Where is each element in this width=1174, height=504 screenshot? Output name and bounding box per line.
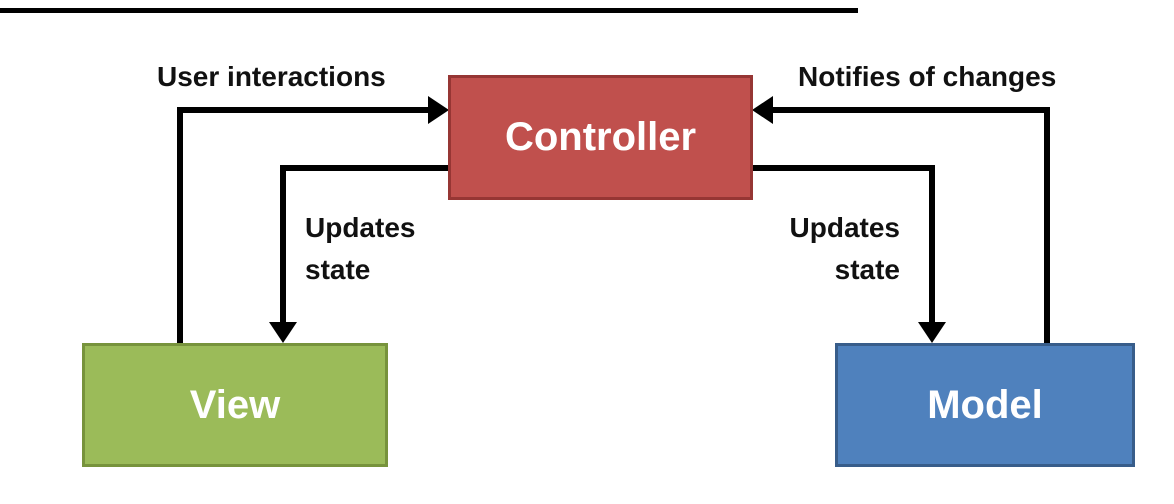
node-view-label: View [189, 382, 281, 427]
updates-state-right-arrow-vertical-line [929, 165, 935, 322]
updates-state-left-arrow-vertical-line [280, 165, 286, 322]
node-view: View [82, 343, 388, 467]
edge-label-updates-state-left-line1: Updates [305, 212, 416, 243]
notifies-of-changes-arrow-vertical-line [1044, 107, 1050, 343]
updates-state-left-arrowhead-icon [269, 322, 297, 343]
updates-state-right-arrow-horizontal-line [753, 165, 935, 171]
updates-state-left-arrow-horizontal-line [280, 165, 448, 171]
user-interactions-arrowhead-icon [428, 96, 449, 124]
edge-label-updates-state-right-line1: Updates [789, 212, 900, 243]
updates-state-right-arrowhead-icon [918, 322, 946, 343]
node-model: Model [835, 343, 1135, 467]
edge-label-notifies-of-changes: Notifies of changes [798, 61, 1057, 92]
node-model-label: Model [927, 382, 1043, 427]
edge-label-updates-state-right: Updates state [720, 207, 900, 291]
node-controller: Controller [448, 75, 753, 200]
edge-label-user-interactions: User interactions [157, 61, 386, 92]
top-border-line [0, 8, 858, 13]
user-interactions-arrow-horizontal-line [177, 107, 428, 113]
edge-label-updates-state-left: Updates state [305, 207, 415, 291]
node-controller-label: Controller [504, 115, 697, 159]
notifies-of-changes-arrow-horizontal-line [771, 107, 1050, 113]
edge-label-updates-state-right-line2: state [834, 254, 900, 285]
user-interactions-arrow-vertical-line [177, 107, 183, 343]
notifies-of-changes-arrowhead-icon [752, 96, 773, 124]
edge-label-updates-state-left-line2: state [305, 254, 371, 285]
